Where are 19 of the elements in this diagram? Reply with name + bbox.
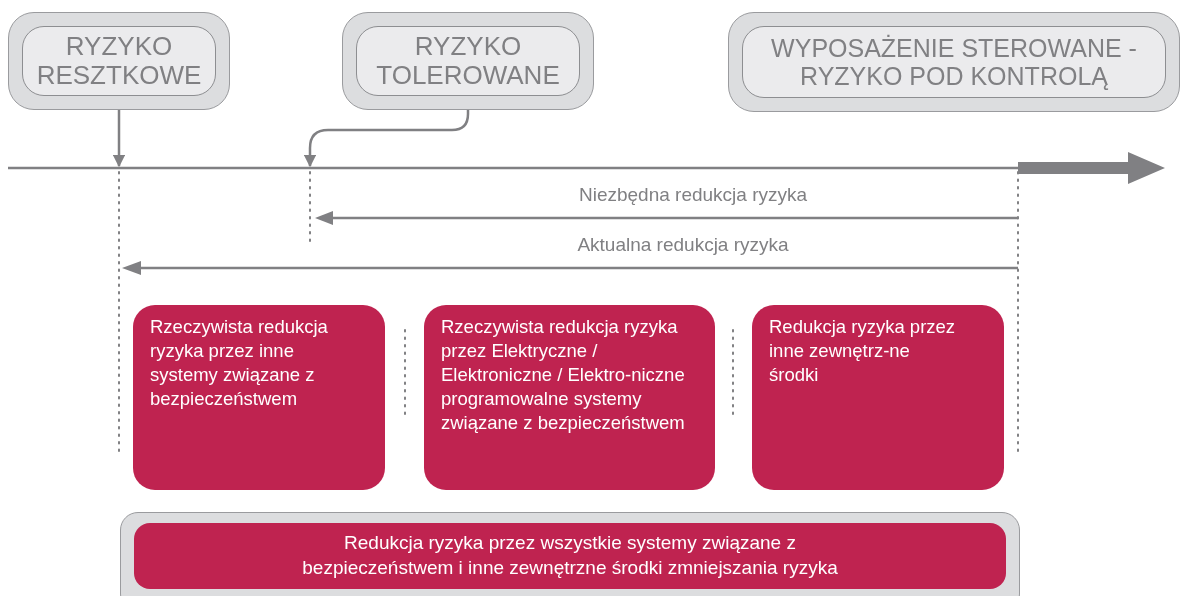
summary-box — [134, 523, 1006, 589]
measure-label: Aktualna redukcja ryzyka — [577, 234, 789, 256]
node-text: Rzeczywista redukcja ryzyka przez inne systemy związane z bezpieczeństwem — [150, 316, 328, 410]
process-box — [133, 305, 385, 490]
arrow — [112, 110, 126, 168]
label-box — [342, 12, 594, 110]
arrow — [303, 110, 470, 168]
measure-label: Niezbędna redukcja ryzyka — [578, 184, 808, 206]
node-text: Rzeczywista redukcja ryzyka przez Elektryczne / Elektroniczne / Elektro-niczne programowalne systemy związane z bezpieczeństwem — [441, 316, 685, 434]
summary-band — [120, 512, 1020, 596]
label-box — [728, 12, 1180, 112]
node-text: Redukcja ryzyka przez wszystkie systemy związane z bezpieczeństwem i inne zewnętrzne środki zmniejszania ryzyka — [301, 531, 839, 580]
node-text: RYZYKO RESZTKOWE — [35, 31, 203, 91]
process-box — [424, 305, 715, 490]
process-box — [752, 305, 1004, 490]
label-box — [8, 12, 230, 110]
node-text: Redukcja ryzyka przez inne zewnętrz-ne środki — [769, 316, 956, 386]
node-text: RYZYKO TOLEROWANE — [375, 31, 561, 91]
node-text: WYPOSAŻENIE STEROWANE - RYZYKO POD KONTROLĄ — [770, 34, 1138, 90]
